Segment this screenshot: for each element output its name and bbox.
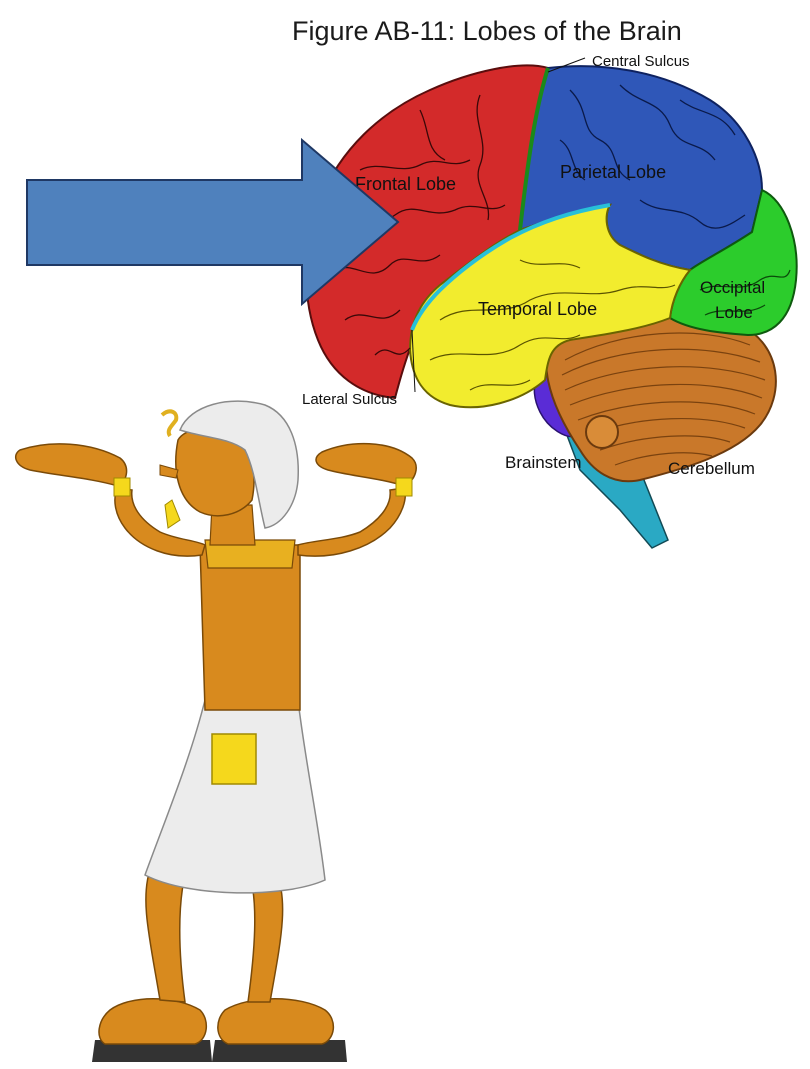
label-parietal-lobe: Parietal Lobe: [560, 162, 666, 182]
torso: [200, 545, 300, 710]
label-temporal-lobe: Temporal Lobe: [478, 299, 597, 319]
left-bracelet: [114, 478, 130, 496]
kilt: [145, 700, 325, 893]
right-foot: [218, 999, 334, 1044]
label-occipital-lobe: Lobe: [715, 303, 753, 322]
right-bracelet: [396, 478, 412, 496]
left-foot: [99, 999, 206, 1044]
label-cerebellum: Cerebellum: [668, 459, 755, 478]
kilt-apron: [212, 734, 256, 784]
egyptian-dancer-figure: [16, 401, 416, 1062]
label-occipital: Occipital: [700, 278, 765, 297]
right-upper-arm: [298, 488, 405, 556]
uraeus: [162, 411, 176, 436]
left-forearm: [16, 444, 127, 486]
label-brainstem: Brainstem: [505, 453, 582, 472]
beard: [165, 500, 180, 528]
cerebellum-knot: [586, 416, 618, 448]
label-lateral-sulcus: Lateral Sulcus: [302, 391, 397, 408]
left-leg: [146, 870, 185, 1002]
label-central-sulcus: Central Sulcus: [592, 53, 690, 70]
label-frontal-lobe: Frontal Lobe: [355, 174, 456, 194]
